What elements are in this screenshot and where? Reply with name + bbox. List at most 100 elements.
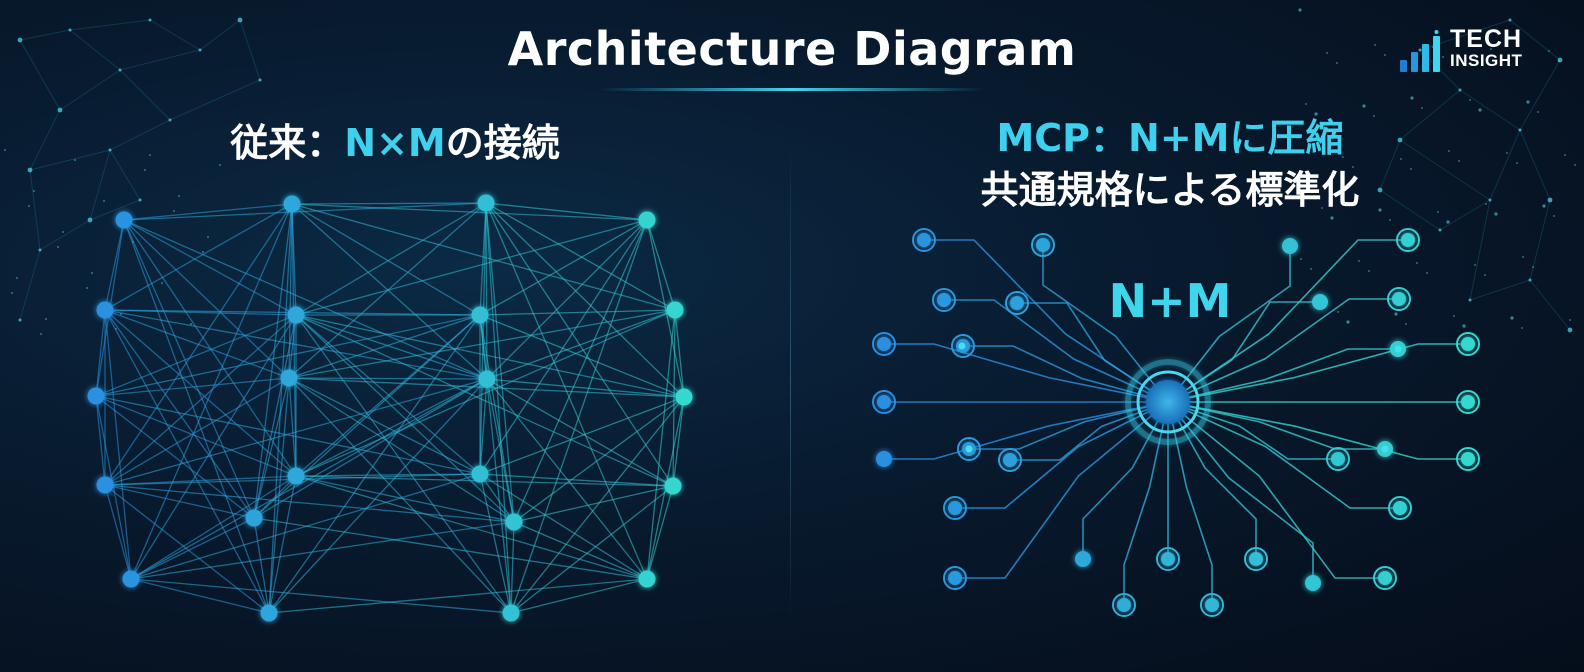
mesh-edge (295, 219, 648, 316)
mesh-edge (104, 484, 132, 580)
sparkle-dot (1516, 162, 1518, 164)
decor-dot (1567, 327, 1573, 333)
mesh-node (471, 465, 489, 483)
sparkle-dot (1569, 319, 1571, 321)
hub-edge (1167, 401, 1468, 460)
sparkle-dot (149, 154, 151, 156)
mesh-edge (510, 521, 515, 614)
sparkle-dot (4, 149, 6, 151)
sparkle-dot (1342, 156, 1344, 158)
title-underline (600, 88, 984, 91)
sparkle-dot (1484, 274, 1486, 276)
mesh-node (505, 513, 523, 531)
mesh-edge (130, 203, 293, 580)
mesh-node (280, 369, 298, 387)
sparkle-dot (219, 164, 221, 166)
mesh-node (260, 604, 278, 622)
mesh-edge (253, 314, 297, 519)
mesh-edge (104, 484, 515, 523)
mesh-edge (291, 202, 487, 205)
sparkle-dot (1462, 324, 1466, 328)
mesh-node (478, 370, 496, 388)
sparkle-dot (1522, 256, 1524, 258)
sparkle-dot (33, 190, 35, 192)
mesh-edge (268, 203, 293, 614)
mesh-edge (288, 377, 512, 614)
sparkle-dot (1526, 100, 1530, 104)
sparkle-dot (1542, 204, 1546, 208)
decor-dot (118, 68, 122, 72)
mesh-edge (95, 395, 297, 477)
mesh-edge (486, 378, 515, 523)
decor-dot (18, 318, 22, 322)
hub-edge (1167, 343, 1468, 403)
hub-edge (955, 401, 1169, 509)
sparkle-dot (1368, 270, 1370, 272)
hub-node (932, 288, 956, 312)
sparkle-dot (1298, 8, 1302, 12)
sparkle-dot (1494, 212, 1498, 216)
mesh-edge (674, 309, 685, 398)
mesh-edge (295, 202, 487, 316)
decor-dot (237, 17, 243, 23)
mesh-edge (95, 395, 106, 486)
decor-dot (1547, 197, 1553, 203)
hub-node (1456, 447, 1480, 471)
accent-dot (1394, 345, 1402, 353)
mesh-edge (104, 309, 132, 580)
sparkle-dot (1394, 312, 1398, 316)
sparkle-dot (144, 169, 146, 171)
mesh-edge (95, 377, 290, 397)
mesh-edge (479, 473, 512, 614)
hub-node (1456, 332, 1480, 356)
sparkle-dot (1305, 103, 1307, 105)
sparkle-dot (1362, 104, 1366, 108)
mesh-edge (479, 473, 648, 580)
sparkle-dot (178, 195, 180, 197)
sparkle-dot (1506, 152, 1508, 154)
mesh-node (287, 306, 305, 324)
sparkle-dot (202, 251, 204, 253)
sparkle-dot (1485, 203, 1487, 205)
mesh-edge (510, 578, 648, 614)
bar-chart-icon (1400, 30, 1440, 72)
mesh-edge (295, 473, 481, 477)
mesh-edge (485, 202, 512, 614)
mesh-edge (288, 314, 297, 379)
mesh-edge (513, 485, 674, 523)
mesh-edge (95, 314, 481, 397)
mesh-edge (268, 475, 297, 614)
sparkle-dot (57, 246, 59, 248)
accent-dot (958, 342, 966, 350)
mesh-edge (486, 309, 676, 380)
mesh-node (245, 509, 263, 527)
mesh-edge (130, 578, 270, 614)
right-heading: MCP：N+Mに圧縮 共通規格による標準化 (880, 112, 1460, 216)
hub-edge (884, 401, 1169, 460)
mesh-edge (295, 378, 488, 477)
mesh-node (471, 306, 489, 324)
hub-center-node (1125, 359, 1211, 445)
decor-dot (1468, 298, 1472, 302)
mesh-edge (295, 314, 512, 614)
hub-edge (944, 299, 1169, 403)
mesh-edge (513, 521, 648, 580)
hub-node (1387, 287, 1411, 311)
mesh-edge (268, 378, 488, 614)
mesh-edge (295, 314, 515, 523)
sparkle-dot (1405, 323, 1407, 325)
panel-divider (790, 140, 791, 625)
sparkle-dot (1426, 272, 1428, 274)
sparkle-dot (1474, 264, 1476, 266)
mesh-edge (268, 314, 481, 614)
mesh-edge (295, 314, 481, 475)
sparkle-dot (1478, 108, 1482, 112)
hub-edge (1167, 401, 1314, 583)
mesh-edge (295, 314, 685, 398)
mesh-edge (479, 473, 674, 487)
mesh-edge (510, 485, 674, 614)
mesh-edge (104, 484, 255, 519)
hub-node (1075, 551, 1091, 567)
sparkle-dot (1537, 111, 1539, 113)
mesh-edge (672, 396, 685, 487)
